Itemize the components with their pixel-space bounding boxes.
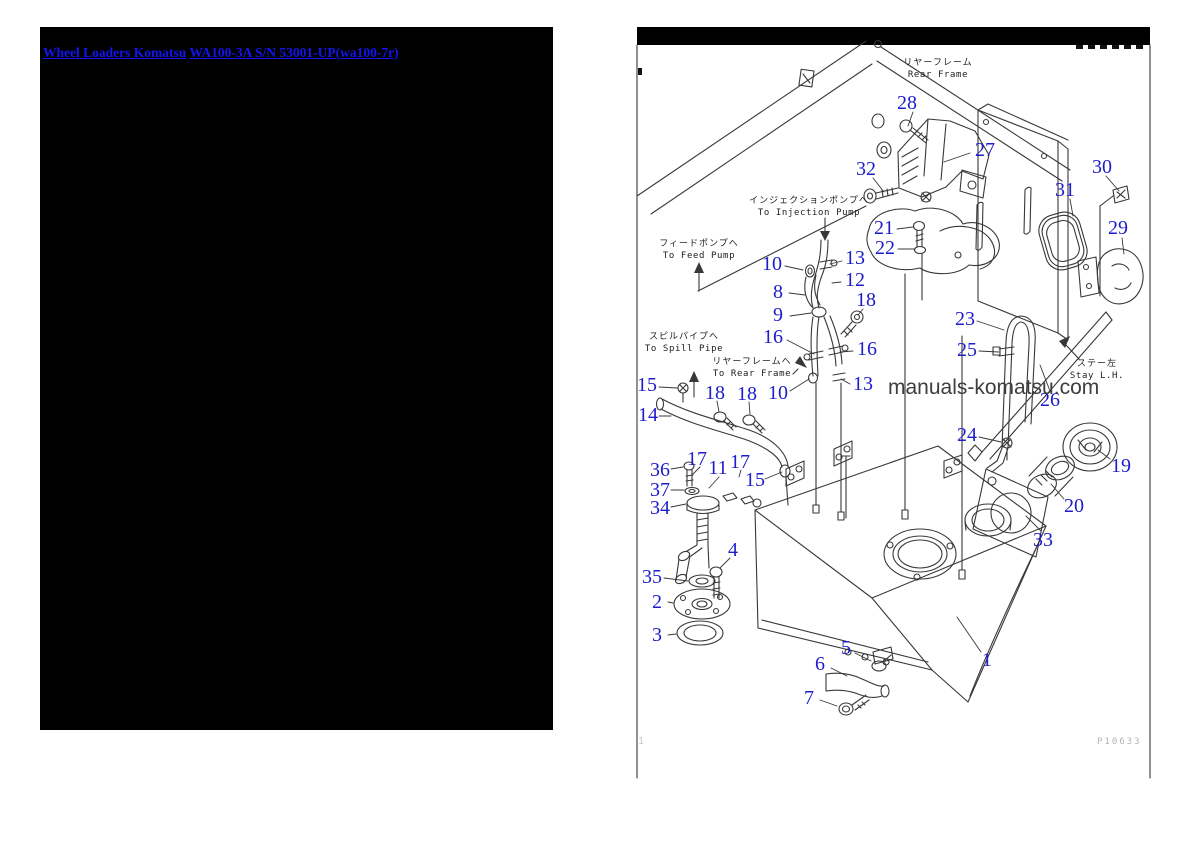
callout-5: 5 [841,637,851,659]
callout-16: 16 [763,326,783,348]
label-japanese: ステー左 [1076,359,1118,369]
label-english: Rear Frame [907,70,969,80]
callout-37: 37 [650,479,670,501]
callout-35: 35 [642,566,662,588]
breadcrumb-link-category[interactable]: Wheel Loaders Komatsu [43,45,187,60]
callout-20: 20 [1064,495,1084,517]
callout-14: 14 [638,404,658,426]
callout-26: 26 [1040,389,1060,411]
callout-19: 19 [1111,455,1131,477]
breadcrumb-link-model[interactable]: WA100-3A S/N 53001-UP(wa100-7r) [189,45,399,60]
callout-32: 32 [856,158,876,180]
left-black-panel: Wheel Loaders Komatsu WA100-3A S/N 53001… [40,27,553,730]
diagram-label: インジェクションポンプへ To Injection Pump [749,193,869,218]
label-japanese: リヤーフレーム [903,58,973,68]
callout-10: 10 [768,382,788,404]
diagram-label: リヤーフレーム Rear Frame [903,55,972,80]
callout-21: 21 [874,217,894,239]
watermark: manuals-komatsu.com [888,376,1100,399]
figure-code: P10633 [1097,737,1142,747]
callout-18: 18 [737,383,757,405]
diagram-label: スピルパイプへ To Spill Pipe [645,329,723,354]
label-english: To Rear Frame [712,369,792,379]
callout-6: 6 [815,653,825,675]
callout-33: 33 [1033,529,1053,551]
label-english: To Feed Pump [662,251,736,261]
callout-3: 3 [652,624,662,646]
callout-4: 4 [728,539,738,561]
callout-17: 17 [730,451,750,473]
callout-13: 13 [845,247,865,269]
callout-36: 36 [650,459,670,481]
callout-15: 15 [745,469,765,491]
callout-28: 28 [897,92,917,114]
callout-29: 29 [1108,217,1128,239]
callout-10: 10 [762,253,782,275]
callout-23: 23 [955,308,975,330]
direction-arrows [689,231,1070,382]
callout-2: 2 [652,591,662,613]
label-english: To Injection Pump [757,208,861,218]
label-japanese: フィードポンプへ [659,239,739,249]
diagram-top-bar [637,27,1150,45]
callout-9: 9 [773,304,783,326]
callout-17: 17 [687,448,707,470]
callout-8: 8 [773,281,783,303]
scan-marks [638,45,1143,75]
callout-12: 12 [845,269,865,291]
diagram-label: フィードポンプへ To Feed Pump [659,236,739,261]
label-english: To Spill Pipe [644,344,724,354]
breadcrumb: Wheel Loaders Komatsu WA100-3A S/N 53001… [43,45,399,61]
callout-24: 24 [957,424,977,446]
callout-30: 30 [1092,156,1112,178]
callout-18: 18 [856,289,876,311]
label-japanese: リヤーフレームへ [712,357,792,367]
callout-25: 25 [957,339,977,361]
label-english: Stay L.H. [1069,371,1125,381]
callout-31: 31 [1055,179,1075,201]
page-number: 1 [638,736,645,747]
callout-11: 11 [708,457,728,479]
callout-27: 27 [975,139,995,161]
callout-15: 15 [637,374,657,396]
callout-1: 1 [982,649,992,671]
callout-22: 22 [875,237,895,259]
diagram-label: リヤーフレームへ To Rear Frame [712,354,791,379]
callout-13: 13 [853,373,873,395]
diagram-label: ステー左 Stay L.H. [1070,356,1124,381]
callout-34: 34 [650,497,670,519]
label-japanese: インジェクションポンプへ [749,196,869,206]
callout-18: 18 [705,382,725,404]
callout-7: 7 [804,687,814,709]
label-japanese: スピルパイプへ [648,332,719,342]
callout-16: 16 [857,338,877,360]
